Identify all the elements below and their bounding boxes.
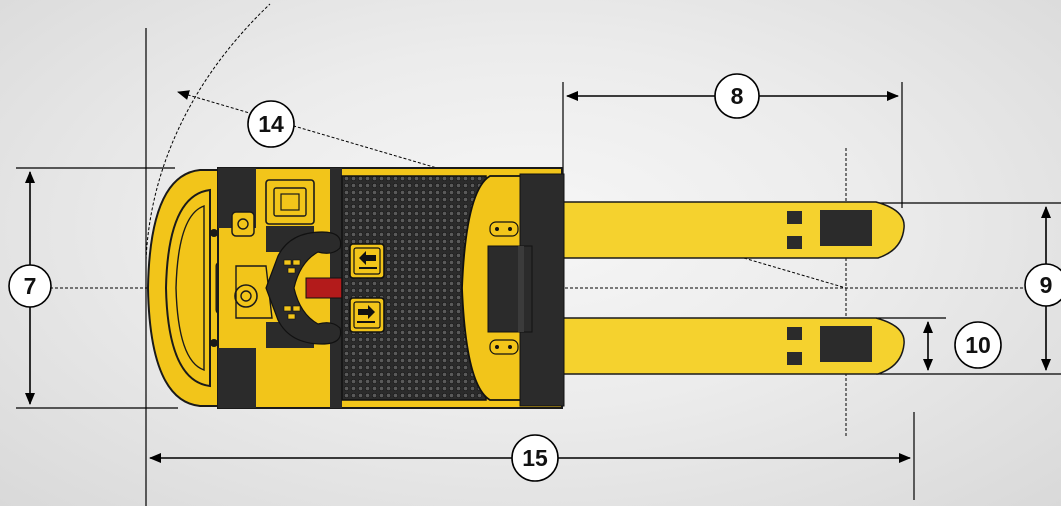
label-9: 9 [1040, 272, 1053, 298]
display-box [265, 179, 315, 225]
tiller-grip-red [305, 277, 345, 299]
turning-radius-arc [145, 3, 271, 261]
lift-button [349, 243, 385, 279]
label-8: 8 [731, 83, 744, 109]
badge-8: 8 [714, 73, 760, 119]
badge-7: 7 [8, 264, 52, 308]
emergency-stop [234, 284, 258, 308]
platform-floor [341, 175, 487, 401]
badge-10: 10 [954, 321, 1002, 369]
label-7: 7 [24, 273, 37, 299]
arrow-left-icon [359, 251, 377, 269]
badge-15: 15 [511, 434, 559, 482]
label-15: 15 [522, 445, 548, 471]
label-14: 14 [258, 111, 284, 137]
fork-top [559, 201, 905, 259]
badge-9: 9 [1024, 263, 1061, 307]
lower-button [349, 297, 385, 333]
rear-panel-bottom [218, 348, 256, 408]
arrow-right-icon [357, 305, 375, 323]
key-switch [231, 211, 255, 237]
carriage-plate [487, 245, 533, 333]
fork-bottom [559, 317, 905, 375]
label-10: 10 [965, 332, 991, 358]
truck-body [146, 167, 565, 409]
badge-14: 14 [247, 100, 295, 148]
